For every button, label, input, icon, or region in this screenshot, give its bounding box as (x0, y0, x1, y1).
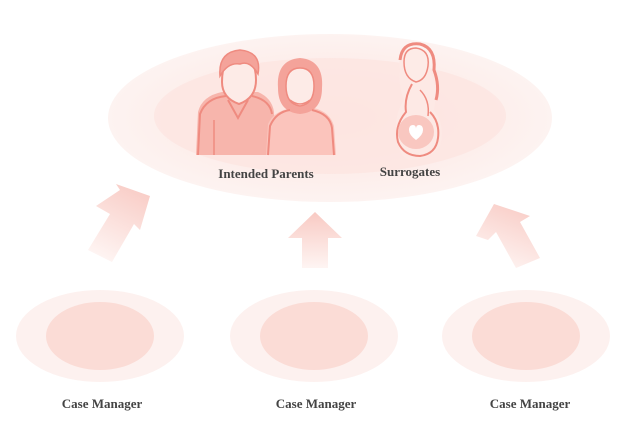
surrogates-label: Surrogates (379, 164, 441, 179)
arrow-right (476, 204, 540, 268)
case-manager-glow-3 (442, 290, 610, 382)
intended-parents-icon (196, 49, 336, 156)
case-manager-label-1: Case Manager (61, 396, 143, 411)
arrow-left (88, 184, 150, 262)
case-manager-glow-1 (16, 290, 184, 382)
case-manager-label-3: Case Manager (489, 396, 571, 411)
surrogate-icon (396, 42, 442, 160)
arrow-center (288, 212, 342, 268)
case-manager-glow-2 (230, 290, 398, 382)
case-manager-label-2: Case Manager (275, 396, 357, 411)
intended-parents-label: Intended Parents (218, 166, 314, 181)
